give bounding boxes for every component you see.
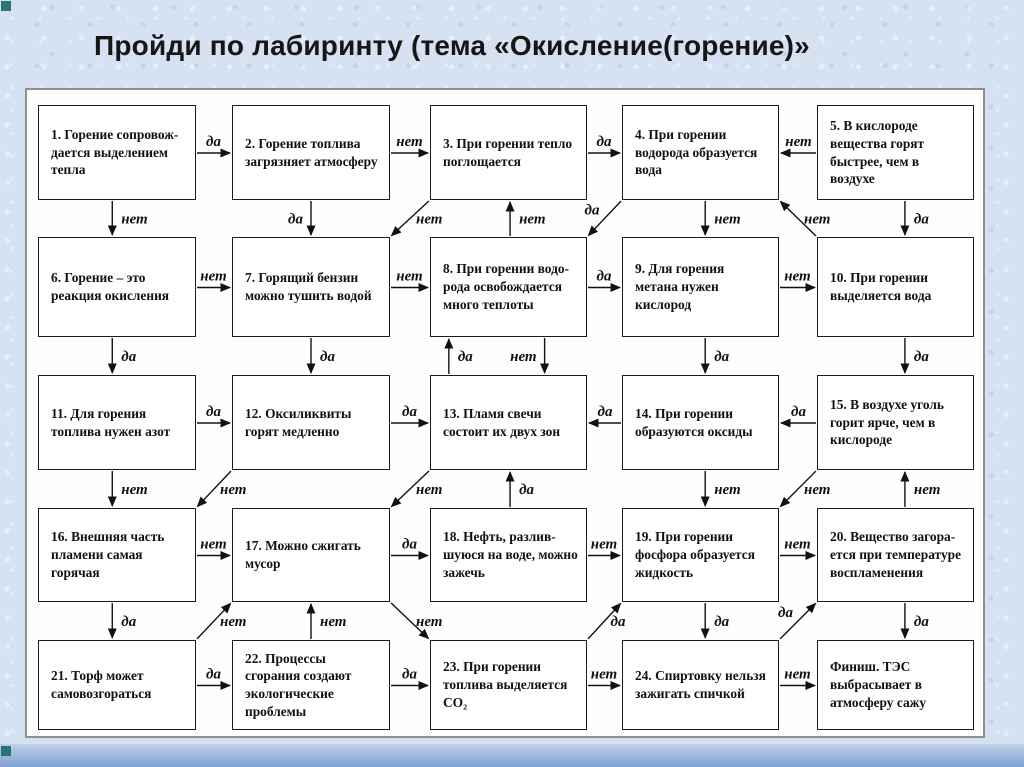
maze-box-14: 14. При горении образуются оксиды: [622, 375, 779, 470]
maze-box-24: 24. Спиртовку нельзя зажигать спичкой: [622, 640, 779, 730]
maze-box-21: 21. Торф может самовозгораться: [38, 640, 196, 730]
maze-box-25: Финиш. ТЭС выбрасывает в атмосферу сажу: [817, 640, 974, 730]
maze-box-12: 12. Оксиликвиты горят медленно: [232, 375, 390, 470]
maze-box-8: 8. При горении водо- рода освобождается …: [430, 237, 587, 337]
maze-box-4: 4. При горении водорода образуется вода: [622, 105, 779, 200]
maze-box-16: 16. Внешняя часть пламени самая горячая: [38, 508, 196, 602]
maze-box-19: 19. При горении фосфора образуется жидко…: [622, 508, 779, 602]
maze-box-18: 18. Нефть, разлив- шуюся на воде, можно …: [430, 508, 587, 602]
maze-box-20: 20. Вещество загора- ется при температур…: [817, 508, 974, 602]
corner-accent-top: [1, 1, 11, 11]
maze-box-2: 2. Горение топлива загрязняет атмосферу: [232, 105, 390, 200]
corner-accent-bottom: [1, 746, 11, 756]
maze-box-23: 23. При горении топлива выделяется СО₂: [430, 640, 587, 730]
maze-box-22: 22. Процессы сгорания создают экологичес…: [232, 640, 390, 730]
maze-box-7: 7. Горящий бензин можно тушить водой: [232, 237, 390, 337]
maze-box-3: 3. При горении тепло поглощается: [430, 105, 587, 200]
maze-box-15: 15. В воздухе уголь горит ярче, чем в ки…: [817, 375, 974, 470]
maze-box-11: 11. Для горения топлива нужен азот: [38, 375, 196, 470]
bottom-decor-band: [0, 744, 1024, 767]
maze-box-13: 13. Пламя свечи состоит их двух зон: [430, 375, 587, 470]
maze-box-9: 9. Для горения метана нужен кислород: [622, 237, 779, 337]
maze-box-6: 6. Горение – это реакция окисления: [38, 237, 196, 337]
maze-box-5: 5. В кислороде вещества горят быстрее, ч…: [817, 105, 974, 200]
maze-box-1: 1. Горение сопровож- дается выделением т…: [38, 105, 196, 200]
slide-title: Пройди по лабиринту (тема «Окисление(гор…: [94, 30, 810, 61]
maze-box-10: 10. При горении выделяется вода: [817, 237, 974, 337]
maze-box-17: 17. Можно сжигать мусор: [232, 508, 390, 602]
